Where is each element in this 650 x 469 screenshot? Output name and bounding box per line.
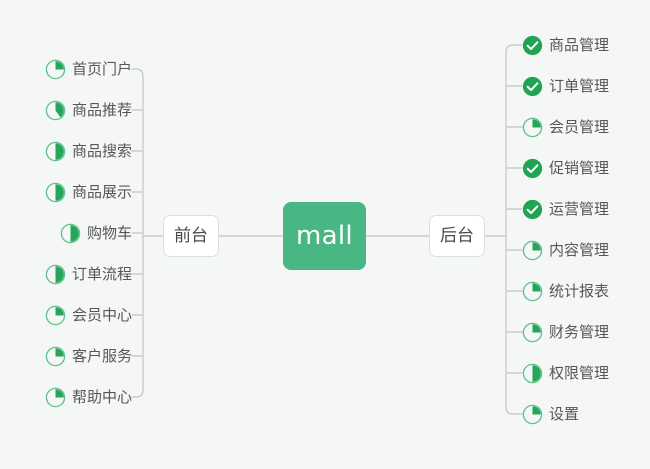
leaf-node-label: 商品推荐 <box>71 100 132 119</box>
leaf-node-label: 财务管理 <box>549 322 610 341</box>
leaf-node-label: 首页门户 <box>71 59 132 78</box>
root-node-mall[interactable]: mall <box>283 202 366 270</box>
leaf-node-label: 订单流程 <box>71 264 132 283</box>
leaf-node-label: 订单管理 <box>549 76 610 95</box>
leaf-node[interactable]: 统计报表 <box>522 279 650 303</box>
check-circle-icon <box>522 158 543 178</box>
pie-progress-icon <box>522 240 543 260</box>
leaf-node[interactable]: 商品管理 <box>522 33 650 57</box>
leaf-node[interactable]: 财务管理 <box>522 320 650 344</box>
leaf-node-label: 运营管理 <box>549 199 610 218</box>
pie-progress-icon <box>45 346 66 366</box>
leaf-node-label: 帮助中心 <box>71 387 132 406</box>
branch-node-front[interactable]: 前台 <box>163 215 219 257</box>
leaf-node-label: 会员管理 <box>549 117 610 136</box>
leaf-node-label: 购物车 <box>86 223 132 242</box>
leaf-node[interactable]: 权限管理 <box>522 361 650 385</box>
leaf-node[interactable]: 设置 <box>522 402 650 426</box>
branch-node-back-label: 后台 <box>440 225 474 246</box>
pie-progress-icon <box>45 100 66 120</box>
branch-node-front-label: 前台 <box>174 225 208 246</box>
leaf-node-label: 商品管理 <box>549 35 610 54</box>
check-circle-icon <box>522 76 543 96</box>
edge-back-leaf-0 <box>505 44 523 53</box>
leaf-node-label: 客户服务 <box>71 346 132 365</box>
check-circle-icon <box>522 35 543 55</box>
pie-progress-icon <box>45 264 66 284</box>
leaf-node-label: 促销管理 <box>549 158 610 177</box>
leaf-node[interactable]: 帮助中心 <box>0 385 132 409</box>
leaf-node-label: 设置 <box>549 404 580 423</box>
leaf-node[interactable]: 会员管理 <box>522 115 650 139</box>
pie-progress-icon <box>45 305 66 325</box>
check-circle-icon <box>522 199 543 219</box>
leaf-node[interactable]: 商品展示 <box>0 180 132 204</box>
leaf-node[interactable]: 会员中心 <box>0 303 132 327</box>
root-node-label: mall <box>296 221 353 251</box>
leaf-node-label: 统计报表 <box>549 281 610 300</box>
pie-progress-icon <box>45 387 66 407</box>
pie-progress-icon <box>522 117 543 137</box>
pie-progress-icon <box>60 223 81 243</box>
pie-progress-icon <box>522 281 543 301</box>
leaf-node[interactable]: 客户服务 <box>0 344 132 368</box>
pie-progress-icon <box>522 404 543 424</box>
leaf-node-label: 会员中心 <box>71 305 132 324</box>
leaf-node-label: 权限管理 <box>549 363 610 382</box>
edge-back-leaf-9 <box>505 406 523 415</box>
leaf-node[interactable]: 商品搜索 <box>0 139 132 163</box>
edge-front-leaf-8 <box>131 389 144 398</box>
leaf-node-label: 商品展示 <box>71 182 132 201</box>
leaf-node-label: 商品搜索 <box>71 141 132 160</box>
leaf-node[interactable]: 商品推荐 <box>0 98 132 122</box>
leaf-node[interactable]: 购物车 <box>0 221 132 245</box>
pie-progress-icon <box>45 59 66 79</box>
leaf-node[interactable]: 首页门户 <box>0 57 132 81</box>
leaf-node[interactable]: 内容管理 <box>522 238 650 262</box>
pie-progress-icon <box>522 322 543 342</box>
leaf-node[interactable]: 运营管理 <box>522 197 650 221</box>
leaf-node[interactable]: 促销管理 <box>522 156 650 180</box>
leaf-node[interactable]: 订单流程 <box>0 262 132 286</box>
edge-front-leaf-0 <box>131 68 144 77</box>
leaf-node[interactable]: 订单管理 <box>522 74 650 98</box>
branch-node-back[interactable]: 后台 <box>429 215 485 257</box>
pie-progress-icon <box>45 141 66 161</box>
pie-progress-icon <box>45 182 66 202</box>
pie-progress-icon <box>522 363 543 383</box>
leaf-node-label: 内容管理 <box>549 240 610 259</box>
